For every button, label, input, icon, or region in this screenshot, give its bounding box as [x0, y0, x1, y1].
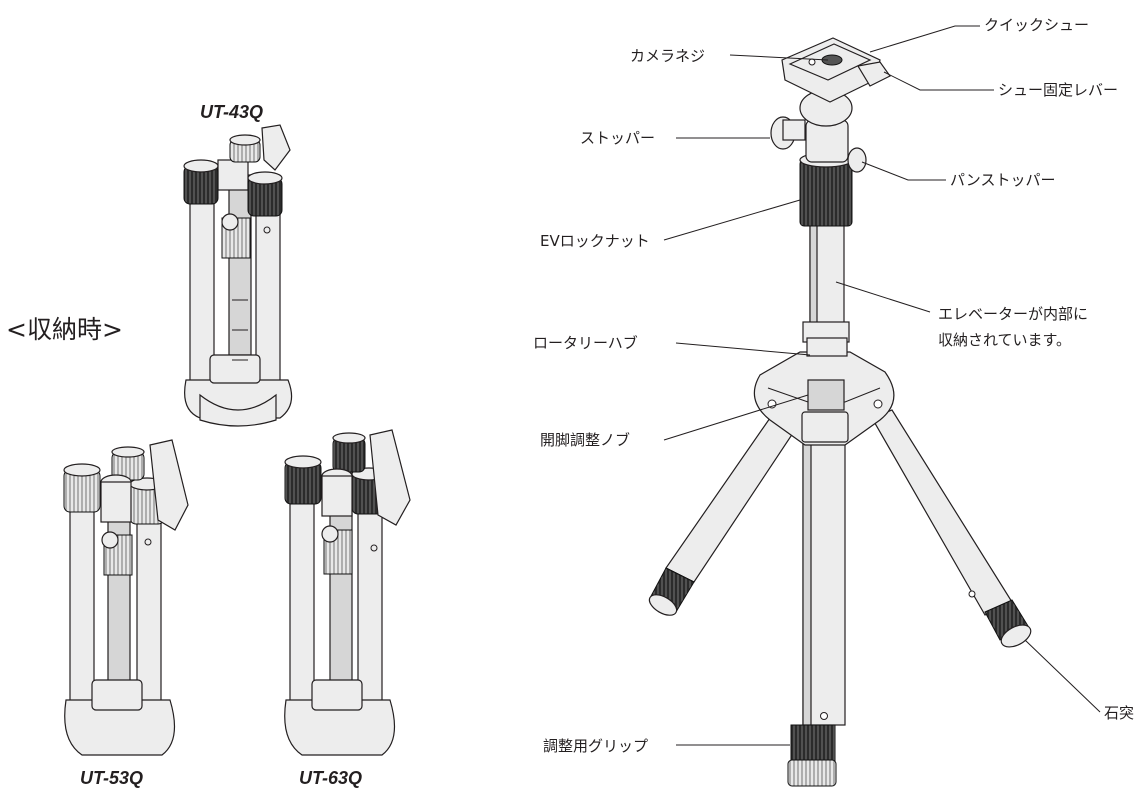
ut-63q-illustration: UT-63Q	[284, 429, 411, 788]
stored-heading: <収納時>	[6, 315, 123, 344]
label-pan-stopper: パンストッパー	[950, 171, 1055, 189]
label-leg-angle-knob: 開脚調整ノブ	[540, 431, 630, 449]
label-stone-spike: 石突	[1104, 704, 1134, 722]
tripod-illustration	[648, 37, 1032, 787]
label-quick-shoe: クイックシュー	[984, 16, 1089, 34]
label-camera-screw: カメラネジ	[630, 47, 705, 65]
model-label-ut-63q: UT-63Q	[299, 768, 362, 788]
label-adjust-grip: 調整用グリップ	[543, 737, 648, 755]
ut-53q-illustration: UT-53Q	[63, 439, 189, 788]
model-label-ut-53q: UT-53Q	[80, 768, 143, 788]
ut-43q-illustration: UT-43Q	[183, 102, 293, 427]
label-ev-lock-nut: EVロックナット	[540, 232, 650, 250]
label-shoe-lock-lever: シュー固定レバー	[998, 81, 1118, 99]
label-stopper: ストッパー	[580, 129, 655, 147]
label-elevator-line2: 収納されています。	[938, 331, 1071, 349]
label-rotary-hub: ロータリーハブ	[533, 334, 638, 352]
label-elevator-line1: エレベーターが内部に	[938, 305, 1088, 323]
model-label-ut-43q: UT-43Q	[200, 102, 263, 122]
leader-lines	[663, 25, 1101, 746]
